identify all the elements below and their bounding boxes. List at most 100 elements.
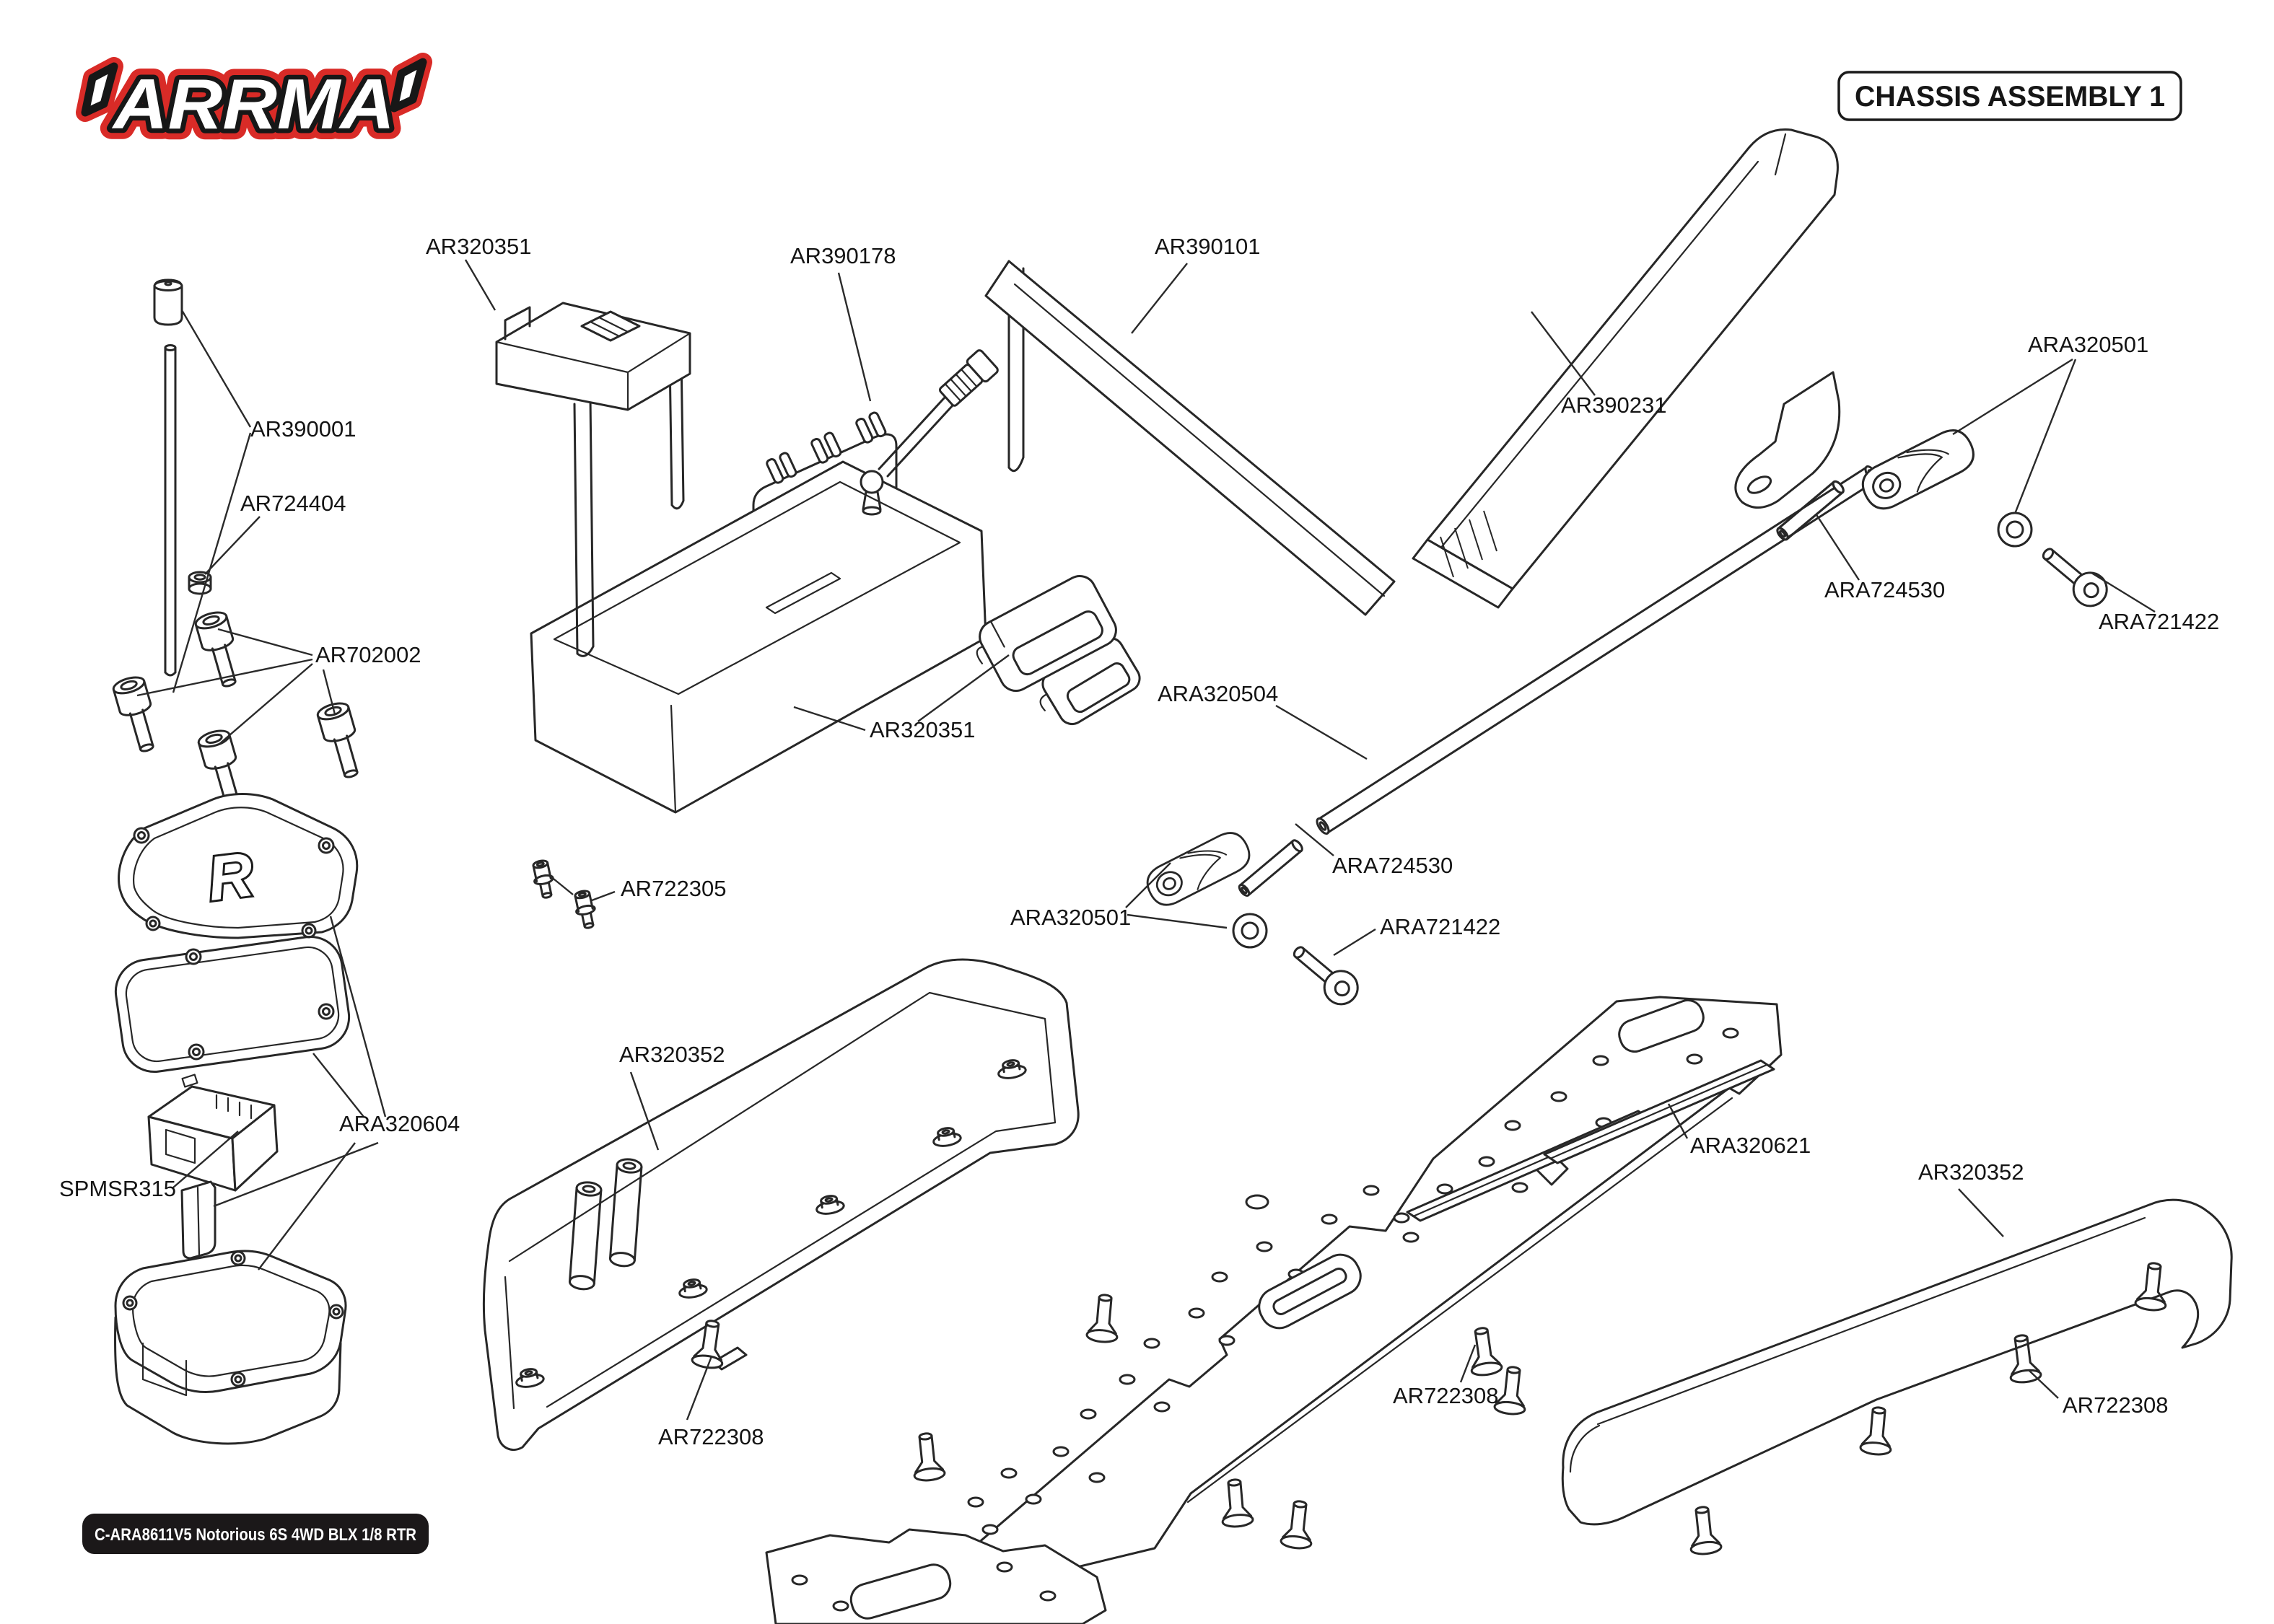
chassis-rear-slot [1618,998,1705,1053]
arrma-r-icon: R [204,840,257,914]
chassis-hole [1402,1232,1420,1243]
part-label: AR390001 [250,416,357,442]
screw-ar722308 [1464,1325,1504,1378]
chassis-hole [1592,1055,1609,1066]
chassis-hole [1218,1335,1236,1346]
chassis-hole [1478,1156,1495,1167]
cap-screw [315,699,369,782]
screw-ar722308 [1279,1498,1317,1551]
screw-ar722308 [909,1431,947,1483]
part-label: AR722308 [1393,1383,1499,1408]
antenna-tube [164,344,177,677]
chassis-hole [1686,1053,1703,1065]
part-label: ARA724530 [1332,853,1453,878]
rear-strap [1412,128,1841,609]
chassis-hole [981,1524,999,1535]
shoulder-screw [571,888,600,931]
chassis-edge-line [1186,1097,1733,1504]
chassis-hole [1436,1183,1453,1195]
screw-ar722308 [1492,1364,1531,1417]
part-label: ARA320604 [339,1111,460,1136]
radio-box-foam [180,1180,217,1260]
model-badge: C-ARA8611V5 Notorious 6S 4WD BLX 1/8 RTR [82,1514,429,1554]
chassis-side-rail [1543,1059,1775,1164]
part-label: AR390101 [1155,234,1261,259]
screw-ar722308 [1858,1405,1896,1457]
radio-box-gasket [114,935,351,1074]
rod-end-clevis [1855,422,1982,517]
part-label: AR320351 [426,234,532,259]
part-label: ARA721422 [1380,914,1500,939]
button-screw [2033,537,2115,614]
chassis-hole [1550,1091,1567,1102]
chassis-hole [1143,1338,1160,1349]
servo-linkage [860,349,999,516]
part-label: AR390178 [790,243,896,268]
chassis-hole [1211,1271,1228,1283]
screw-ar722308 [1085,1292,1122,1345]
chassis-hole [1000,1467,1018,1479]
chassis-hole [967,1496,984,1508]
receiver-unit [147,1074,279,1192]
chassis-hole [1393,1212,1410,1224]
part-label: AR320351 [870,717,976,742]
button-screw [1284,936,1366,1012]
rod-end-clevis [1140,825,1256,913]
chassis-hole [1052,1446,1070,1457]
rear-strap-hook [1734,371,1841,509]
ball-stud [860,470,884,516]
model-code: C-ARA8611V5 Notorious 6S 4WD BLX 1/8 RTR [95,1525,416,1545]
part-label: ARA320501 [2028,332,2148,357]
part-label: AR724404 [240,491,346,516]
part-label: AR390231 [1561,392,1667,418]
part-label: AR722308 [658,1424,764,1449]
chassis-hole [1245,1194,1269,1210]
right-mud-guard [1561,1198,2233,1526]
chassis-hole [1088,1472,1106,1483]
radio-box-cover: R [118,793,359,939]
part-label: ARA721422 [2099,609,2219,634]
battery-door-clip [976,575,1117,692]
screw-ar722308 [1217,1477,1255,1529]
pivot-ball [1232,913,1268,949]
brand-logo: ARRMA ARRMA [76,53,432,154]
chassis-plate [945,996,1783,1593]
chassis-boss [1258,1253,1362,1330]
receiver-box-lid [495,302,691,657]
part-label: ARA320621 [1690,1133,1811,1158]
page-title: CHASSIS ASSEMBLY 1 [1855,81,2165,113]
part-label: SPMSR315 [59,1176,176,1201]
chassis-hole [1153,1401,1171,1413]
part-label: ARA724530 [1824,577,1945,602]
chassis-hole [1321,1213,1338,1225]
chassis-hole [1025,1493,1042,1505]
sheet-title: CHASSIS ASSEMBLY 1 [1837,71,2182,121]
part-labels: AR320351 AR390178 AR390101 AR390231 ARA3… [59,234,2219,1449]
part-label: AR722305 [621,876,727,901]
part-label: ARA320501 [1010,905,1131,930]
chassis-hole [1119,1374,1136,1385]
front-bumper-strap [984,260,1396,726]
chassis-hole [1188,1307,1205,1319]
radio-box-base [114,1250,347,1445]
leader-lines [136,259,2156,1421]
battery-tray [530,410,987,814]
front-skid-plate [765,1528,1107,1624]
svg-text:ARRMA: ARRMA [111,64,395,144]
antenna-cap [153,278,183,326]
part-label: AR722308 [2063,1392,2169,1418]
part-label: ARA320504 [1158,681,1278,706]
chassis-hole [1256,1241,1273,1252]
chassis-hole [1363,1185,1380,1196]
left-mud-guard [482,958,1080,1451]
part-label: AR320352 [1918,1159,2024,1185]
screw-ar722308 [1685,1504,1723,1557]
chassis-hole [1511,1182,1529,1193]
cap-screw [110,673,165,756]
chassis-hole [1080,1408,1097,1420]
part-label: AR320352 [619,1042,725,1067]
part-label: AR702002 [315,642,421,667]
center-brace-rod [1316,465,1879,835]
